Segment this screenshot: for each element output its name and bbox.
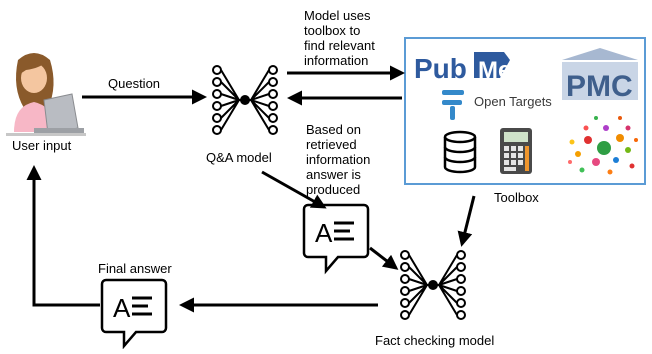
toolbox-label: Toolbox xyxy=(494,190,539,205)
database-icon xyxy=(443,130,477,174)
model-uses-toolbox-label: Model uses toolbox to find relevant info… xyxy=(304,8,375,68)
arrow-to-answer-bubble xyxy=(261,170,327,209)
question-label: Question xyxy=(108,76,161,91)
retrieved-info-label: Based on retrieved information answer is… xyxy=(306,122,371,197)
produced-answer-bubble-icon: A xyxy=(302,203,370,273)
final-answer-label: Final answer xyxy=(98,261,172,276)
pmc-logo-text: PMC xyxy=(566,70,633,103)
qa-model-network-icon xyxy=(212,65,278,135)
user-illustration-icon xyxy=(6,53,86,136)
user-input-label: User input xyxy=(12,138,72,153)
final-answer-bubble-icon: A xyxy=(100,278,168,348)
produced-answer-letter: A xyxy=(315,218,333,248)
flow-arrows xyxy=(26,65,476,313)
pubmed-logo-right: Med xyxy=(478,57,526,84)
calculator-icon xyxy=(500,128,532,174)
pubmed-logo-left: Pub xyxy=(414,53,467,84)
pubmed-logo-icon: Pub Med xyxy=(414,52,526,84)
arrow-final-to-user xyxy=(26,165,100,307)
pmc-logo-icon: PMC xyxy=(562,48,638,103)
fact-checking-model-label: Fact checking model xyxy=(375,333,495,348)
final-answer-letter: A xyxy=(113,293,131,323)
network-graph-icon xyxy=(568,116,638,175)
fact-checking-network-icon xyxy=(400,250,466,320)
open-targets-logo-icon: Open Targets xyxy=(442,90,552,120)
qa-model-label: Q&A model xyxy=(206,150,272,165)
arrow-bubble-to-factcheck xyxy=(369,246,399,270)
arrow-toolbox-to-factcheck xyxy=(457,195,476,247)
open-targets-text: Open Targets xyxy=(474,94,552,109)
